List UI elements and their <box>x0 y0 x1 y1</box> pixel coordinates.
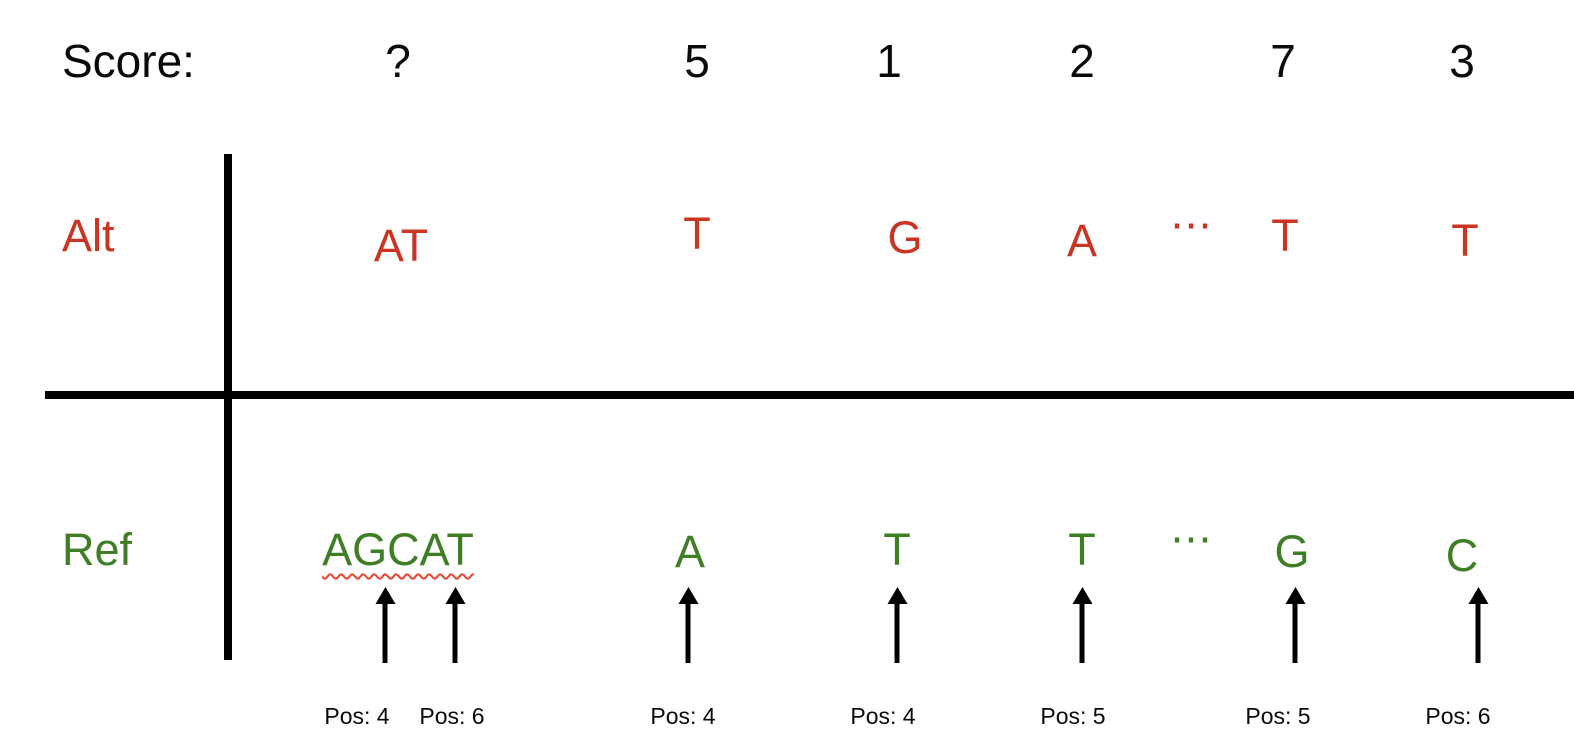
alt-base: AT <box>373 220 429 271</box>
alt-base: T <box>1271 210 1299 261</box>
pos-label: Pos: 4 <box>650 703 716 729</box>
score-value: 5 <box>684 35 710 87</box>
alt-base: T <box>1451 215 1479 266</box>
pos-label: Pos: 4 <box>850 703 916 729</box>
up-arrow-icon <box>685 603 691 663</box>
score-row-label: Score: <box>62 35 195 87</box>
ref-base: T <box>1068 524 1096 575</box>
alt-base: G <box>887 212 923 263</box>
up-arrow-icon <box>1079 603 1085 663</box>
ref-base: G <box>1274 526 1310 577</box>
pos-label: Pos: 6 <box>419 703 485 729</box>
pos-label: Pos: 4 <box>324 703 390 729</box>
score-value: 3 <box>1449 35 1475 87</box>
up-arrow-icon <box>1292 603 1298 663</box>
up-arrow-icon <box>894 603 900 663</box>
ellipsis-ref: ⋯ <box>1170 515 1214 562</box>
alt-row-label: Alt <box>62 210 115 261</box>
up-arrow-icon <box>382 603 388 663</box>
ref-base: T <box>883 524 911 575</box>
vertical-axis-line <box>224 154 232 660</box>
alt-base: A <box>1066 215 1098 266</box>
score-value: 7 <box>1270 35 1296 87</box>
ref-row-label: Ref <box>62 524 133 575</box>
up-arrow-icon <box>452 603 458 663</box>
score-value: ? <box>385 35 411 87</box>
alt-base: T <box>683 208 711 259</box>
pos-label: Pos: 5 <box>1245 703 1311 729</box>
ellipsis-alt: ⋯ <box>1170 201 1214 248</box>
pos-label: Pos: 6 <box>1425 703 1491 729</box>
ref-base: C <box>1445 530 1479 581</box>
up-arrow-icon <box>1475 603 1481 663</box>
score-value: 1 <box>876 35 902 87</box>
ref-sequence-misspelled: AGCAT <box>322 524 474 575</box>
horizontal-divider-line <box>45 391 1574 399</box>
score-value: 2 <box>1069 35 1095 87</box>
ref-base: A <box>674 526 706 577</box>
pos-label: Pos: 5 <box>1040 703 1106 729</box>
